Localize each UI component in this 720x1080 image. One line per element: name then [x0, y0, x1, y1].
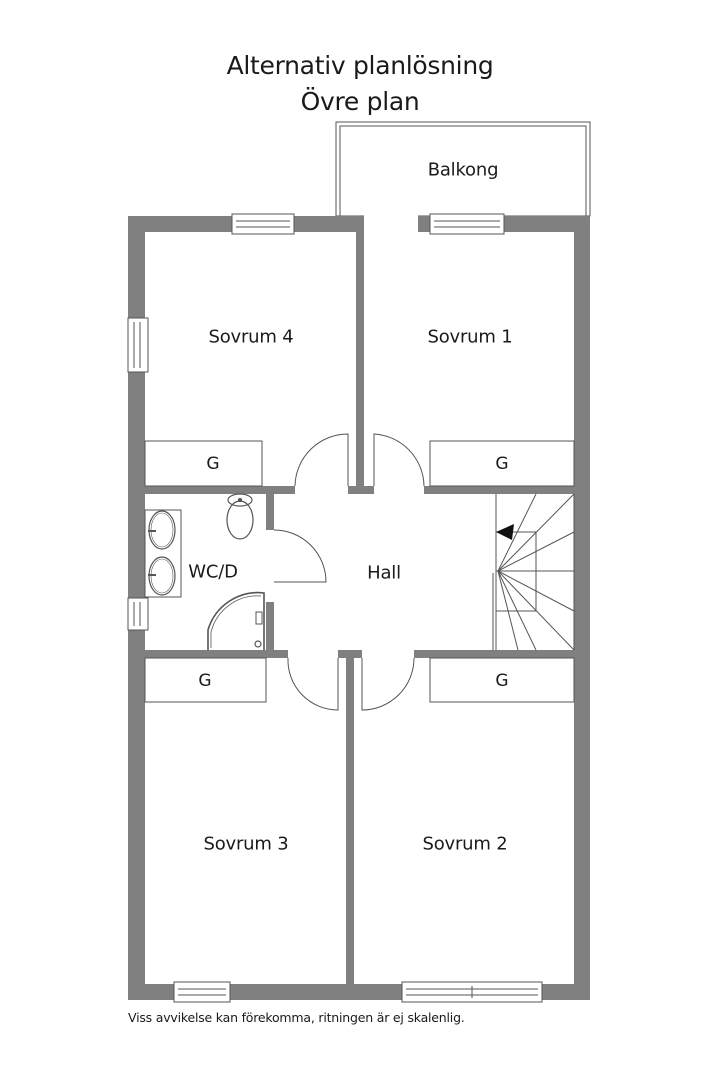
room-label-sovrum-3: Sovrum 3: [203, 833, 289, 855]
door-swings: [273, 433, 425, 711]
room-label-balkong: Balkong: [427, 159, 499, 181]
room-label-sovrum-1: Sovrum 1: [427, 326, 513, 348]
stair-arrow-icon: [496, 524, 514, 540]
closets: [144, 440, 575, 703]
staircase: [492, 493, 575, 651]
shower-icon: [207, 591, 265, 650]
plan-subtitle: Övre plan: [300, 87, 420, 116]
room-label-wc: WC/D: [188, 561, 238, 583]
balcony-door-opening: [364, 214, 418, 234]
closet-label: G: [206, 454, 220, 474]
room-label-sovrum-2: Sovrum 2: [422, 833, 508, 855]
toilet-icon: [227, 493, 253, 507]
closet-label: G: [495, 454, 509, 474]
plan-title: Alternativ planlösning: [226, 51, 494, 80]
bathroom-fixtures: [144, 493, 265, 650]
room-label-sovrum-4: Sovrum 4: [208, 326, 294, 348]
room-label-hall: Hall: [367, 562, 401, 584]
disclaimer-text: Viss avvikelse kan förekomma, ritningen …: [128, 1010, 465, 1025]
windows: [127, 213, 543, 1003]
closet-label: G: [495, 671, 509, 691]
interior-walls: [145, 232, 574, 984]
closet-label: G: [198, 671, 212, 691]
